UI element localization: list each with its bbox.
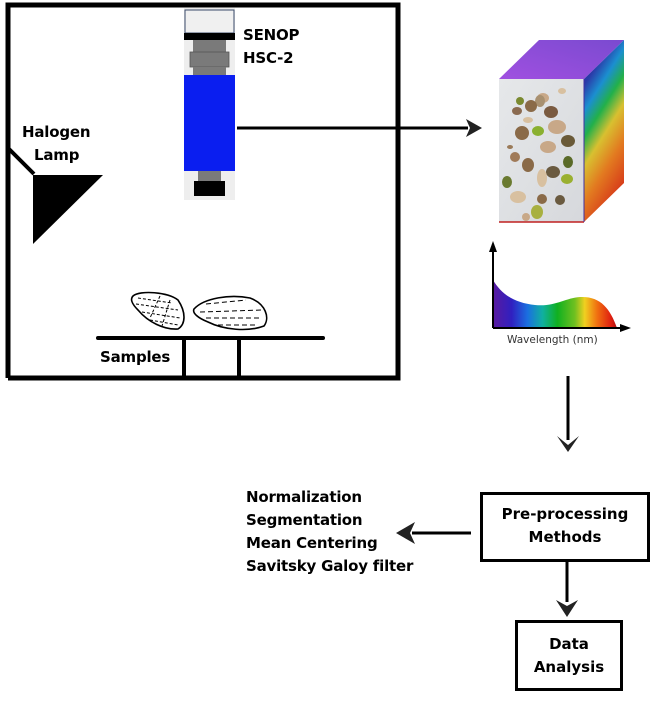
- spectrum-plot-icon: [489, 241, 631, 332]
- hyperspectral-camera-icon: [184, 8, 235, 200]
- wavelength-axis-label: Wavelength (nm): [507, 334, 598, 346]
- camera-to-cube-arrow: [237, 119, 482, 137]
- method-item: Savitsky Galoy filter: [246, 557, 414, 575]
- preprocessing-to-analysis-arrow: [556, 561, 578, 617]
- method-item: Mean Centering: [246, 534, 378, 552]
- pistachio-sample-image: [502, 88, 575, 221]
- camera-label-line2: HSC-2: [243, 49, 294, 67]
- method-item: Normalization: [246, 488, 362, 506]
- lamp-label-line2: Lamp: [34, 146, 80, 164]
- method-item: Segmentation: [246, 511, 363, 529]
- samples-label: Samples: [100, 348, 171, 366]
- preprocessing-box-line2: Methods: [528, 528, 602, 546]
- sample-seeds-icon: [130, 291, 268, 331]
- sample-table: [96, 336, 325, 378]
- imaging-enclosure: [5, 2, 401, 381]
- camera-label-line1: SENOP: [243, 26, 300, 44]
- hypercube-icon: [499, 40, 624, 223]
- data-analysis-box-line1: Data: [549, 635, 589, 653]
- halogen-lamp-icon: [6, 146, 103, 244]
- data-analysis-box-line2: Analysis: [533, 658, 605, 676]
- lamp-label-line1: Halogen: [22, 123, 91, 141]
- preprocessing-box-line1: Pre-processing: [501, 505, 629, 523]
- preprocessing-box: Pre-processing Methods: [480, 492, 650, 562]
- preprocessing-to-methods-arrow: [396, 522, 471, 544]
- data-analysis-box: Data Analysis: [515, 620, 623, 691]
- spectrum-to-preprocessing-arrow: [557, 376, 579, 452]
